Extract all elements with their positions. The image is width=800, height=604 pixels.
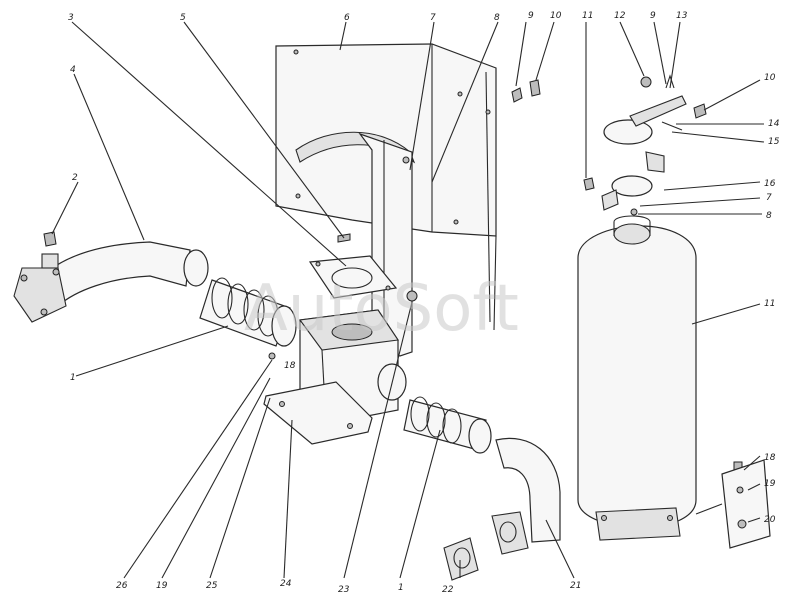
left-exhaust-pipe	[13, 231, 209, 323]
callout-10: 10	[550, 11, 562, 21]
callout-18-bottom: 18	[284, 361, 296, 371]
flex-hose-left	[199, 277, 297, 347]
callout-9-right: 9	[650, 11, 656, 21]
callout-13: 13	[676, 11, 688, 21]
callout-9: 9	[528, 11, 534, 21]
callout-1-bottom: 1	[398, 583, 404, 593]
callout-5: 5	[180, 13, 186, 23]
callout-19-bottom: 19	[156, 581, 168, 591]
callout-18: 18	[764, 453, 776, 463]
callout-3: 3	[68, 13, 74, 23]
callout-21: 21	[570, 581, 581, 591]
callout-labels: 3 4 5 6 7 8 9 10 11 12 9 13 10 14 15 16 …	[68, 11, 780, 595]
muffler-body	[577, 215, 697, 541]
callout-7-right: 7	[766, 193, 772, 203]
outlet-elbow	[443, 437, 561, 581]
callout-22: 22	[442, 585, 454, 595]
callout-8: 8	[494, 13, 500, 23]
callout-12: 12	[614, 11, 626, 21]
callout-4: 4	[70, 65, 76, 75]
watermark: AutoSoft	[244, 272, 519, 346]
callout-11: 11	[582, 11, 593, 21]
muffler-clamp	[601, 151, 665, 216]
callout-10-right: 10	[764, 73, 776, 83]
flex-hose-right	[403, 396, 492, 454]
callout-11-right: 11	[764, 299, 775, 309]
callout-15: 15	[768, 137, 780, 147]
callout-6: 6	[344, 13, 350, 23]
callout-14: 14	[768, 119, 780, 129]
callout-16: 16	[764, 179, 776, 189]
gasket	[308, 255, 398, 299]
callout-24: 24	[280, 579, 292, 589]
callout-7: 7	[430, 13, 436, 23]
callout-19: 19	[764, 479, 776, 489]
support-bracket	[295, 131, 418, 357]
callout-1: 1	[70, 373, 76, 383]
mounting-plate	[721, 459, 771, 549]
callout-25: 25	[206, 581, 218, 591]
rain-cap	[603, 74, 707, 145]
callout-2: 2	[72, 173, 78, 183]
callout-26: 26	[116, 581, 128, 591]
callout-20: 20	[764, 515, 776, 525]
callout-23: 23	[338, 585, 350, 595]
callout-8-right: 8	[766, 211, 772, 221]
leader-lines	[51, 21, 765, 579]
